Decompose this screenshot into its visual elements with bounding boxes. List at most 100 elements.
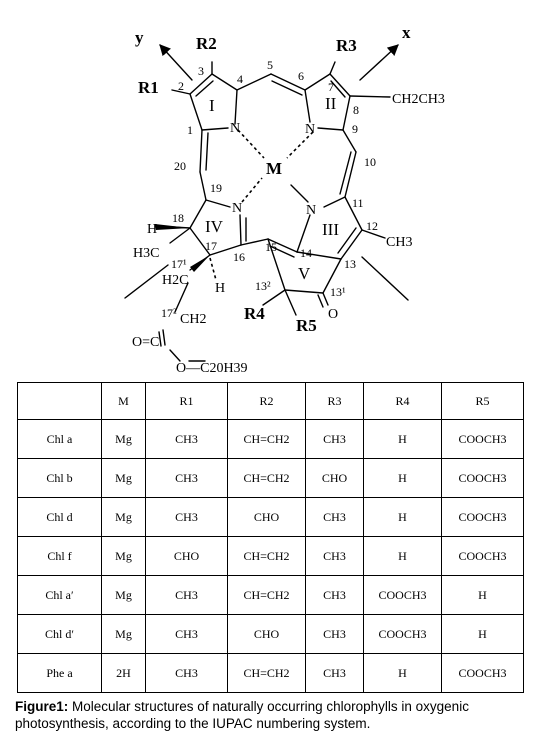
ethyl-label: CH2CH3 bbox=[392, 92, 445, 107]
table-cell: Mg bbox=[101, 575, 146, 615]
table-cell: CHO bbox=[227, 614, 306, 654]
position-5: 5 bbox=[267, 58, 273, 72]
table-cell: H bbox=[363, 458, 442, 498]
position-17: 17 bbox=[205, 239, 217, 253]
table-cell: CH=CH2 bbox=[227, 458, 306, 498]
position-7: 7 bbox=[328, 80, 334, 94]
meso-bridge-20 bbox=[199, 129, 209, 201]
position-2: 2 bbox=[178, 79, 184, 93]
table-header-cell: R5 bbox=[441, 382, 524, 420]
position-17-1: 17¹ bbox=[171, 257, 187, 271]
ring-ii-label: II bbox=[325, 94, 337, 113]
table-cell: CH3 bbox=[305, 536, 364, 576]
table-cell: CH3 bbox=[305, 614, 364, 654]
table-row: Chl f Mg CHO CH=CH2 CH3 H COOCH3 bbox=[17, 536, 524, 576]
position-14: 14 bbox=[300, 246, 312, 260]
position-3: 3 bbox=[198, 64, 204, 78]
table-cell: CH3 bbox=[305, 497, 364, 537]
ring-v-label: V bbox=[298, 264, 311, 283]
ring-iv-label: IV bbox=[205, 217, 224, 236]
table-cell: CH3 bbox=[145, 419, 228, 459]
table-cell: COOCH3 bbox=[441, 653, 524, 693]
n-atom-1: N bbox=[230, 121, 240, 136]
position-10: 10 bbox=[364, 155, 376, 169]
methyl-12-label: CH3 bbox=[386, 235, 412, 250]
table-cell: H bbox=[363, 653, 442, 693]
table-cell: CH3 bbox=[145, 575, 228, 615]
table-cell: COOCH3 bbox=[363, 575, 442, 615]
table-cell: H bbox=[441, 575, 524, 615]
table-cell: Chl d bbox=[17, 497, 102, 537]
table-header-row: M R1 R2 R3 R4 R5 bbox=[17, 382, 524, 420]
position-13: 13 bbox=[344, 257, 356, 271]
chlorophyll-structure-diagram: y x R2 R3 R1 CH2CH3 I II N N M N N IV II… bbox=[124, 23, 445, 376]
table-cell: CH3 bbox=[145, 497, 228, 537]
r4-label: R4 bbox=[244, 304, 265, 323]
h-17-label: H bbox=[215, 281, 225, 296]
table-cell: Chl a′ bbox=[17, 575, 102, 615]
table-header-cell: R2 bbox=[227, 382, 306, 420]
table-cell: CH3 bbox=[305, 653, 364, 693]
y-axis-label: y bbox=[135, 28, 144, 47]
table-cell: CHO bbox=[145, 536, 228, 576]
table-header-cell: R3 bbox=[305, 382, 364, 420]
ring-i-label: I bbox=[209, 96, 215, 115]
n-atom-4: N bbox=[232, 201, 242, 216]
table-cell: COOCH3 bbox=[441, 458, 524, 498]
table-header-cell: M bbox=[101, 382, 146, 420]
substituent-table: M R1 R2 R3 R4 R5 Chl a Mg CH3 CH=CH2 CH3… bbox=[17, 382, 524, 693]
methyl-18-label: H3C bbox=[133, 246, 159, 261]
table-cell: COOCH3 bbox=[441, 536, 524, 576]
table-cell: COOCH3 bbox=[441, 497, 524, 537]
coordination-bond-n2 bbox=[286, 131, 314, 159]
table-cell: COOCH3 bbox=[363, 614, 442, 654]
coordination-bond-n4 bbox=[241, 177, 263, 203]
table-header-cell: R1 bbox=[145, 382, 228, 420]
table-cell: CH=CH2 bbox=[227, 536, 306, 576]
table-header-cell bbox=[17, 382, 102, 420]
position-13-1: 13¹ bbox=[330, 285, 346, 299]
table-cell: Mg bbox=[101, 458, 146, 498]
figure-caption: Figure1: Molecular structures of natural… bbox=[15, 698, 535, 732]
position-13-2: 13² bbox=[255, 279, 271, 293]
table-cell: Phe a bbox=[17, 653, 102, 693]
table-cell: Mg bbox=[101, 419, 146, 459]
x-axis-label: x bbox=[402, 23, 411, 42]
table-cell: Chl a bbox=[17, 419, 102, 459]
table-cell: Chl f bbox=[17, 536, 102, 576]
r2-label: R2 bbox=[196, 34, 217, 53]
table-cell: H bbox=[441, 614, 524, 654]
caption-label: Figure1: bbox=[15, 699, 69, 714]
table-cell: H bbox=[363, 419, 442, 459]
meso-bridge-5 bbox=[236, 73, 306, 96]
position-11: 11 bbox=[352, 196, 364, 210]
ring-i-bonds bbox=[171, 61, 238, 131]
perspective-line-left bbox=[124, 264, 169, 299]
position-8: 8 bbox=[353, 103, 359, 117]
position-16: 16 bbox=[233, 250, 245, 264]
position-18: 18 bbox=[172, 211, 184, 225]
table-cell: CH3 bbox=[305, 575, 364, 615]
n-atom-3: N bbox=[306, 203, 316, 218]
table-cell: Mg bbox=[101, 536, 146, 576]
table-cell: 2H bbox=[101, 653, 146, 693]
ch2-17-wedge-bond bbox=[190, 255, 210, 272]
table-row: Phe a 2H CH3 CH=CH2 CH3 H COOCH3 bbox=[17, 653, 524, 693]
position-1: 1 bbox=[187, 123, 193, 137]
table-row: Chl d Mg CH3 CHO CH3 H COOCH3 bbox=[17, 497, 524, 537]
ring-v-bonds bbox=[267, 238, 342, 308]
position-12: 12 bbox=[366, 219, 378, 233]
h18-wedge-bond bbox=[155, 224, 190, 230]
meso-bridge-10 bbox=[339, 129, 357, 198]
table-cell: CH=CH2 bbox=[227, 653, 306, 693]
ring-iii-label: III bbox=[322, 220, 339, 239]
ring-ii-bonds bbox=[304, 61, 391, 131]
ch2-171-label: H2C bbox=[162, 273, 188, 288]
table-row: Chl a′ Mg CH3 CH=CH2 CH3 COOCH3 H bbox=[17, 575, 524, 615]
position-6: 6 bbox=[298, 69, 304, 83]
y-axis-arrow bbox=[159, 44, 193, 81]
table-cell: CH3 bbox=[145, 653, 228, 693]
position-20: 20 bbox=[174, 159, 186, 173]
phytyl-label: O—C20H39 bbox=[176, 361, 248, 376]
h17-hash-bond bbox=[209, 257, 217, 281]
